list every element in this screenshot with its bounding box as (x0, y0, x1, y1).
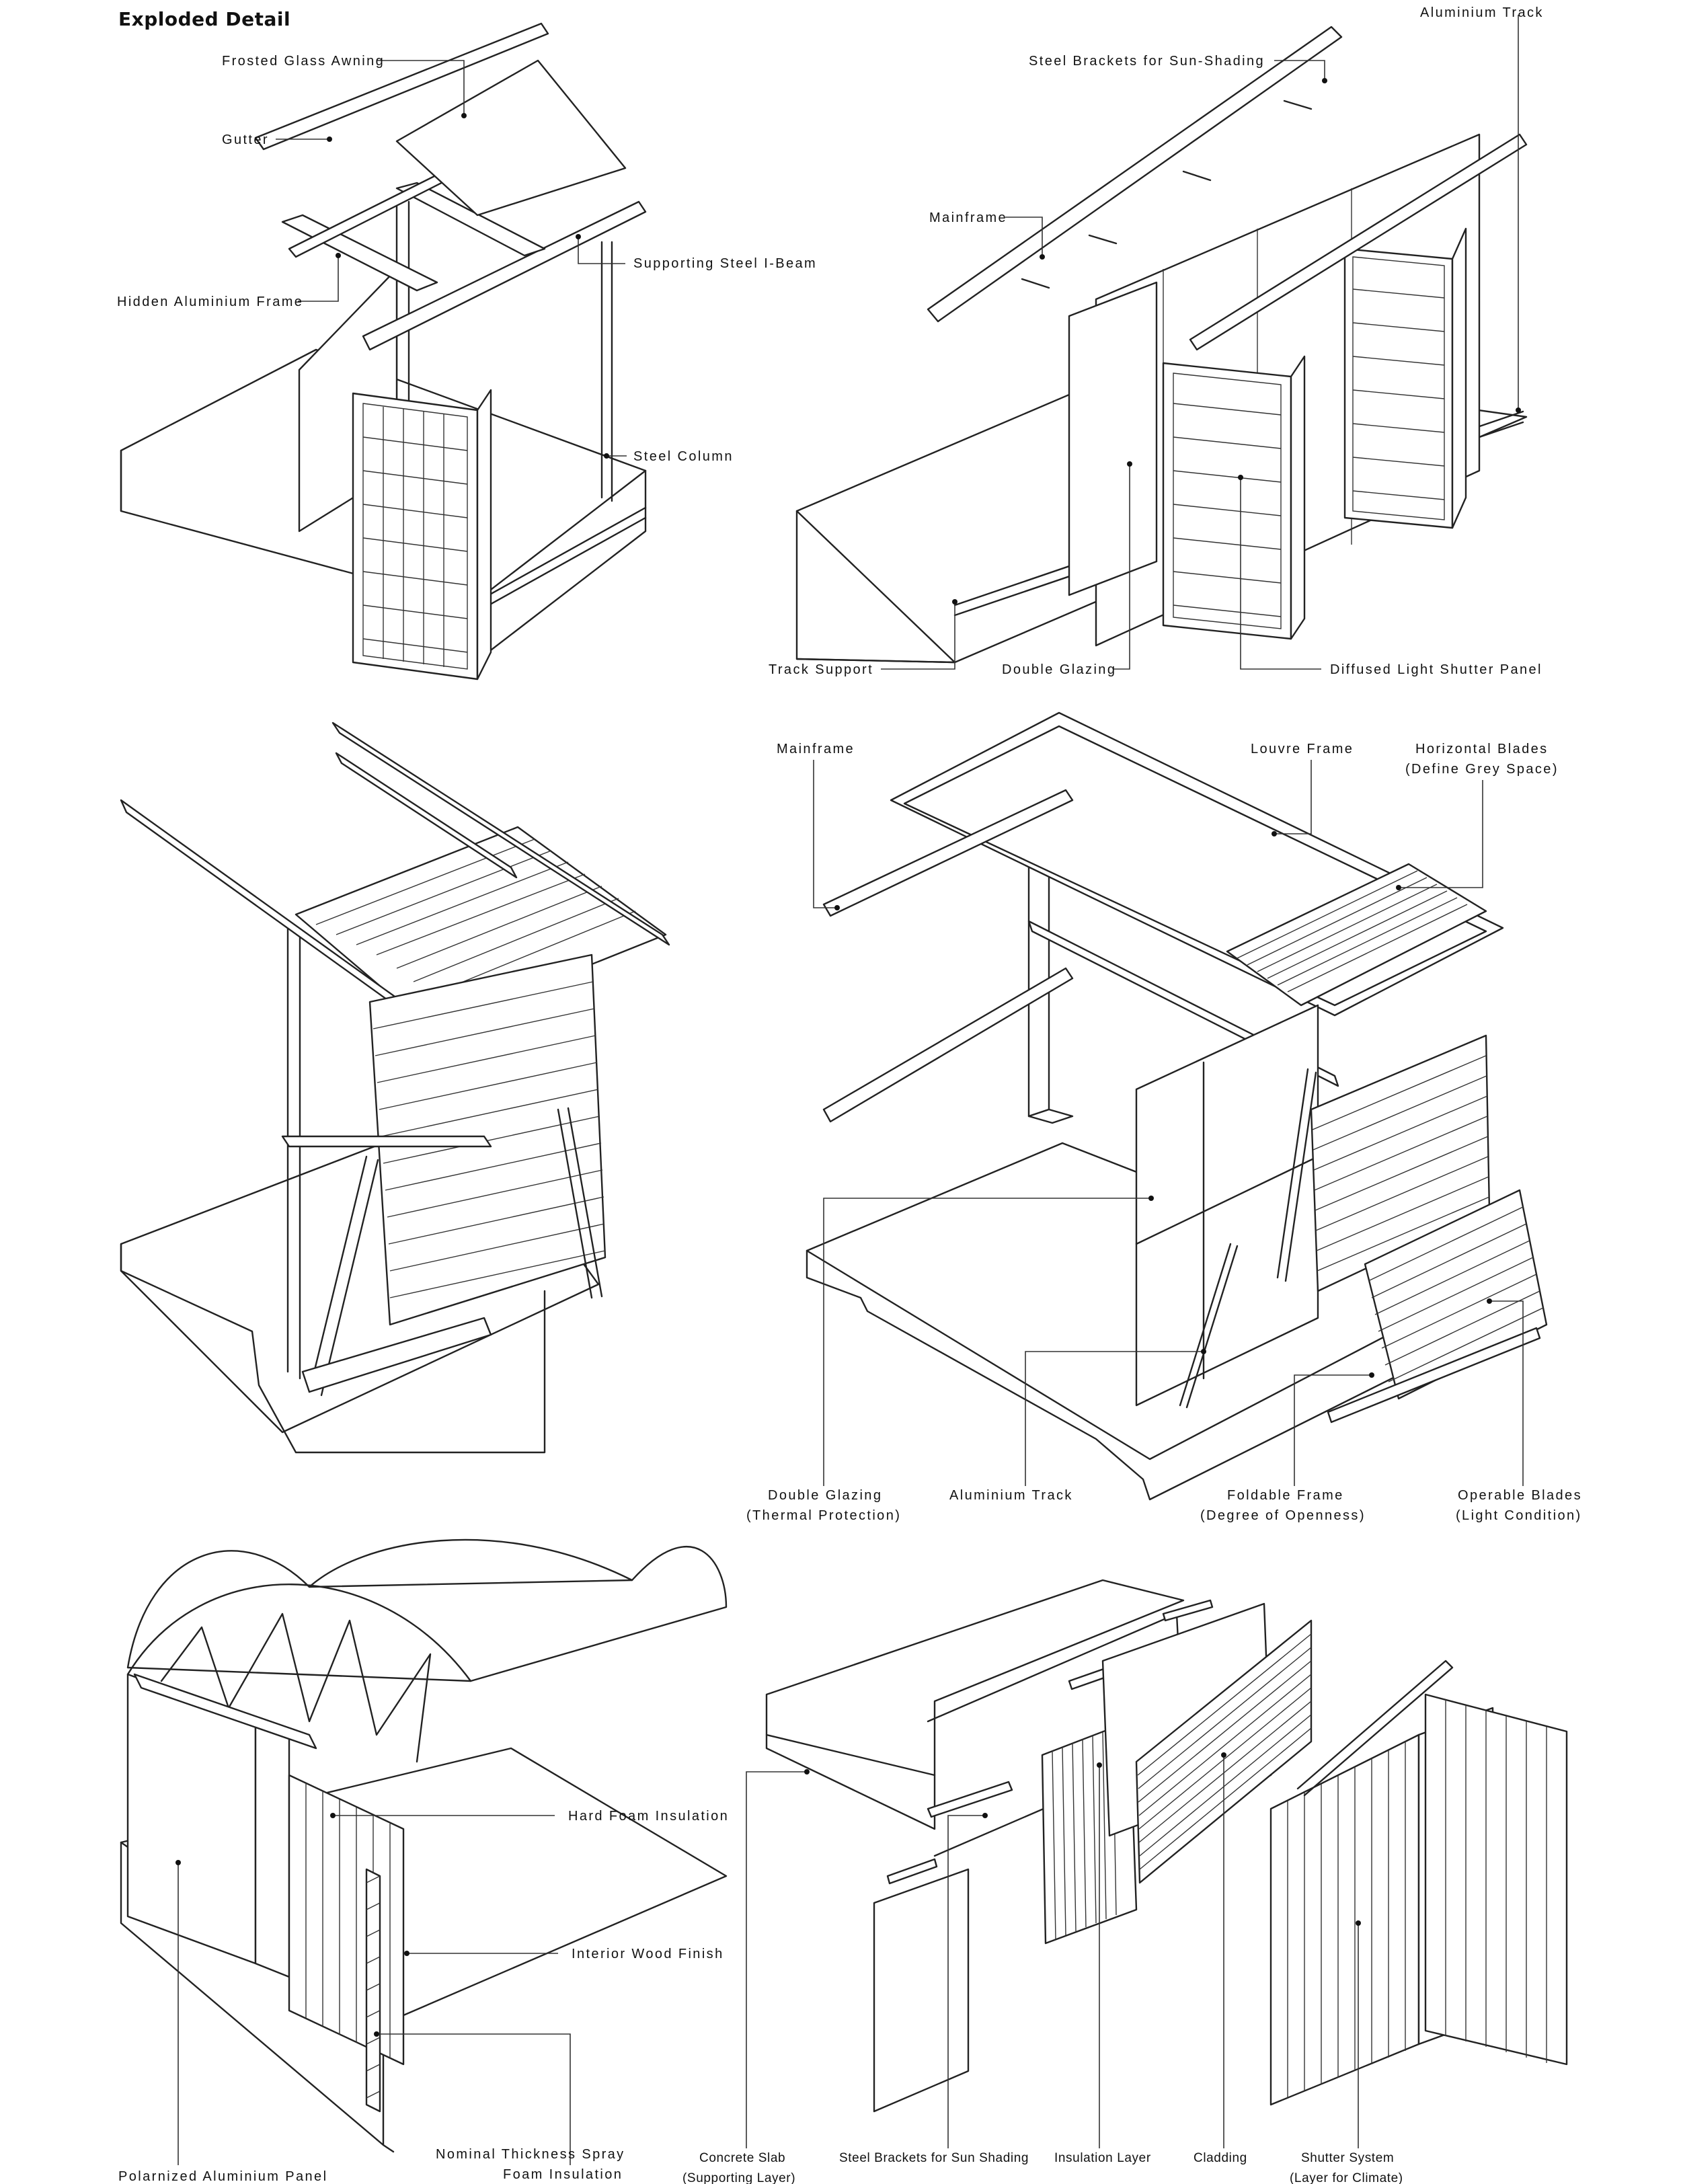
panel-1-awning-module: Frosted Glass Awning Gutter Supporting S… (117, 22, 817, 680)
p5-label-alu-panel: Polarnized Aluminium Panel (118, 2169, 327, 2184)
p2-label-mainframe: Mainframe (929, 210, 1007, 225)
p6-label-shutter-2: (Layer for Climate) (1290, 2171, 1403, 2184)
p5-hard-foam (133, 1673, 317, 1750)
sheet-title: Exploded Detail (118, 8, 291, 30)
p5-vault-shell (126, 1546, 728, 1682)
p1-label-ibeam: Supporting Steel I-Beam (633, 256, 817, 271)
p1-label-awning: Frosted Glass Awning (222, 54, 385, 69)
panel-2-glazing-module: Aluminium Track Steel Brackets for Sun-S… (769, 5, 1544, 677)
p4-label-louvre-frame: Louvre Frame (1251, 742, 1354, 756)
panel-6-wall-layers: Concrete Slab (Supporting Layer) Steel B… (682, 1579, 1568, 2184)
p5-label-hard-foam: Hard Foam Insulation (568, 1809, 729, 1824)
p4-label-horizontal-blades-2: (Define Grey Space) (1405, 762, 1559, 777)
p2-label-track: Aluminium Track (1420, 5, 1544, 20)
p6-shutter-panel-front (1269, 1733, 1420, 2106)
p5-spray-foam (365, 1868, 381, 2113)
p6-cladding (1135, 1619, 1313, 1884)
p6-label-insulation: Insulation Layer (1054, 2151, 1151, 2165)
p5-label-spray-foam-1: Nominal Thickness Spray (436, 2147, 625, 2162)
p2-aluminium-track (1189, 133, 1528, 351)
p1-shutter-panel (352, 392, 479, 680)
p4-mainframe-beam-upper (822, 789, 1074, 917)
p6-label-shutter-1: Shutter System (1301, 2151, 1394, 2165)
p4-label-foldable-frame-1: Foldable Frame (1227, 1488, 1344, 1503)
p1-steel-column (600, 241, 613, 502)
panel-4-louvre-frame-module: Mainframe Louvre Frame Horizontal Blades… (746, 711, 1582, 1523)
panel-5-vault-section: Hard Foam Insulation Interior Wood Finis… (118, 1538, 729, 2184)
p4-label-double-glazing-2: (Thermal Protection) (746, 1508, 901, 1523)
p5-arch (126, 1584, 472, 1682)
p5-truss (160, 1612, 432, 1763)
p1-frosted-glass-awning (395, 59, 627, 217)
p1-label-hidden-frame: Hidden Aluminium Frame (117, 295, 303, 309)
p2-label-double-glazing: Double Glazing (1002, 662, 1116, 677)
p6-back-panel (873, 1868, 970, 2113)
p3-vertical-louvres (368, 953, 607, 1326)
p4-double-glazing (1135, 1004, 1319, 1407)
p6-shutter-panel-back (1424, 1693, 1568, 2066)
p4-label-operable-blades-1: Operable Blades (1458, 1488, 1582, 1503)
p4-label-operable-blades-2: (Light Condition) (1456, 1508, 1582, 1523)
p3-bottom-rail (301, 1317, 492, 1393)
p3-strut-right (557, 1107, 603, 1299)
panel-3-louvre-module (120, 722, 670, 1454)
p4-foldable-frame (1327, 1327, 1541, 1424)
p2-label-track-support: Track Support (769, 662, 873, 677)
p2-mainframe (927, 26, 1343, 323)
p3-strut-left (308, 1155, 379, 1397)
p6-label-slab-1: Concrete Slab (699, 2151, 785, 2165)
p4-aluminium-track (1179, 1243, 1239, 1409)
p2-double-glazing (1068, 281, 1158, 596)
p2-label-shutter: Diffused Light Shutter Panel (1330, 662, 1542, 677)
p1-label-gutter: Gutter (222, 132, 269, 147)
p1-gutter (254, 22, 549, 151)
p2-label-brackets: Steel Brackets for Sun-Shading (1029, 54, 1265, 69)
p4-label-horizontal-blades-1: Horizontal Blades (1415, 742, 1549, 756)
p4-label-aluminium-track: Aluminium Track (949, 1488, 1073, 1503)
p1-label-column: Steel Column (633, 449, 734, 464)
p6-label-slab-2: (Supporting Layer) (682, 2171, 795, 2184)
p6-label-brackets: Steel Brackets for Sun Shading (839, 2151, 1029, 2165)
p5-label-spray-foam-2: Foam Insulation (503, 2167, 623, 2182)
p1-steel-i-beam (362, 200, 647, 351)
p4-label-double-glazing-1: Double Glazing (768, 1488, 882, 1503)
p4-mainframe-beam-lower (822, 967, 1074, 1123)
p4-label-mainframe: Mainframe (777, 742, 855, 756)
p3-column (286, 927, 301, 1380)
p2-shutter-panel-right (1343, 247, 1454, 529)
p6-label-cladding: Cladding (1194, 2151, 1247, 2165)
p5-label-wood-finish: Interior Wood Finish (572, 1947, 724, 1961)
p4-label-foldable-frame-2: (Degree of Openness) (1200, 1508, 1366, 1523)
